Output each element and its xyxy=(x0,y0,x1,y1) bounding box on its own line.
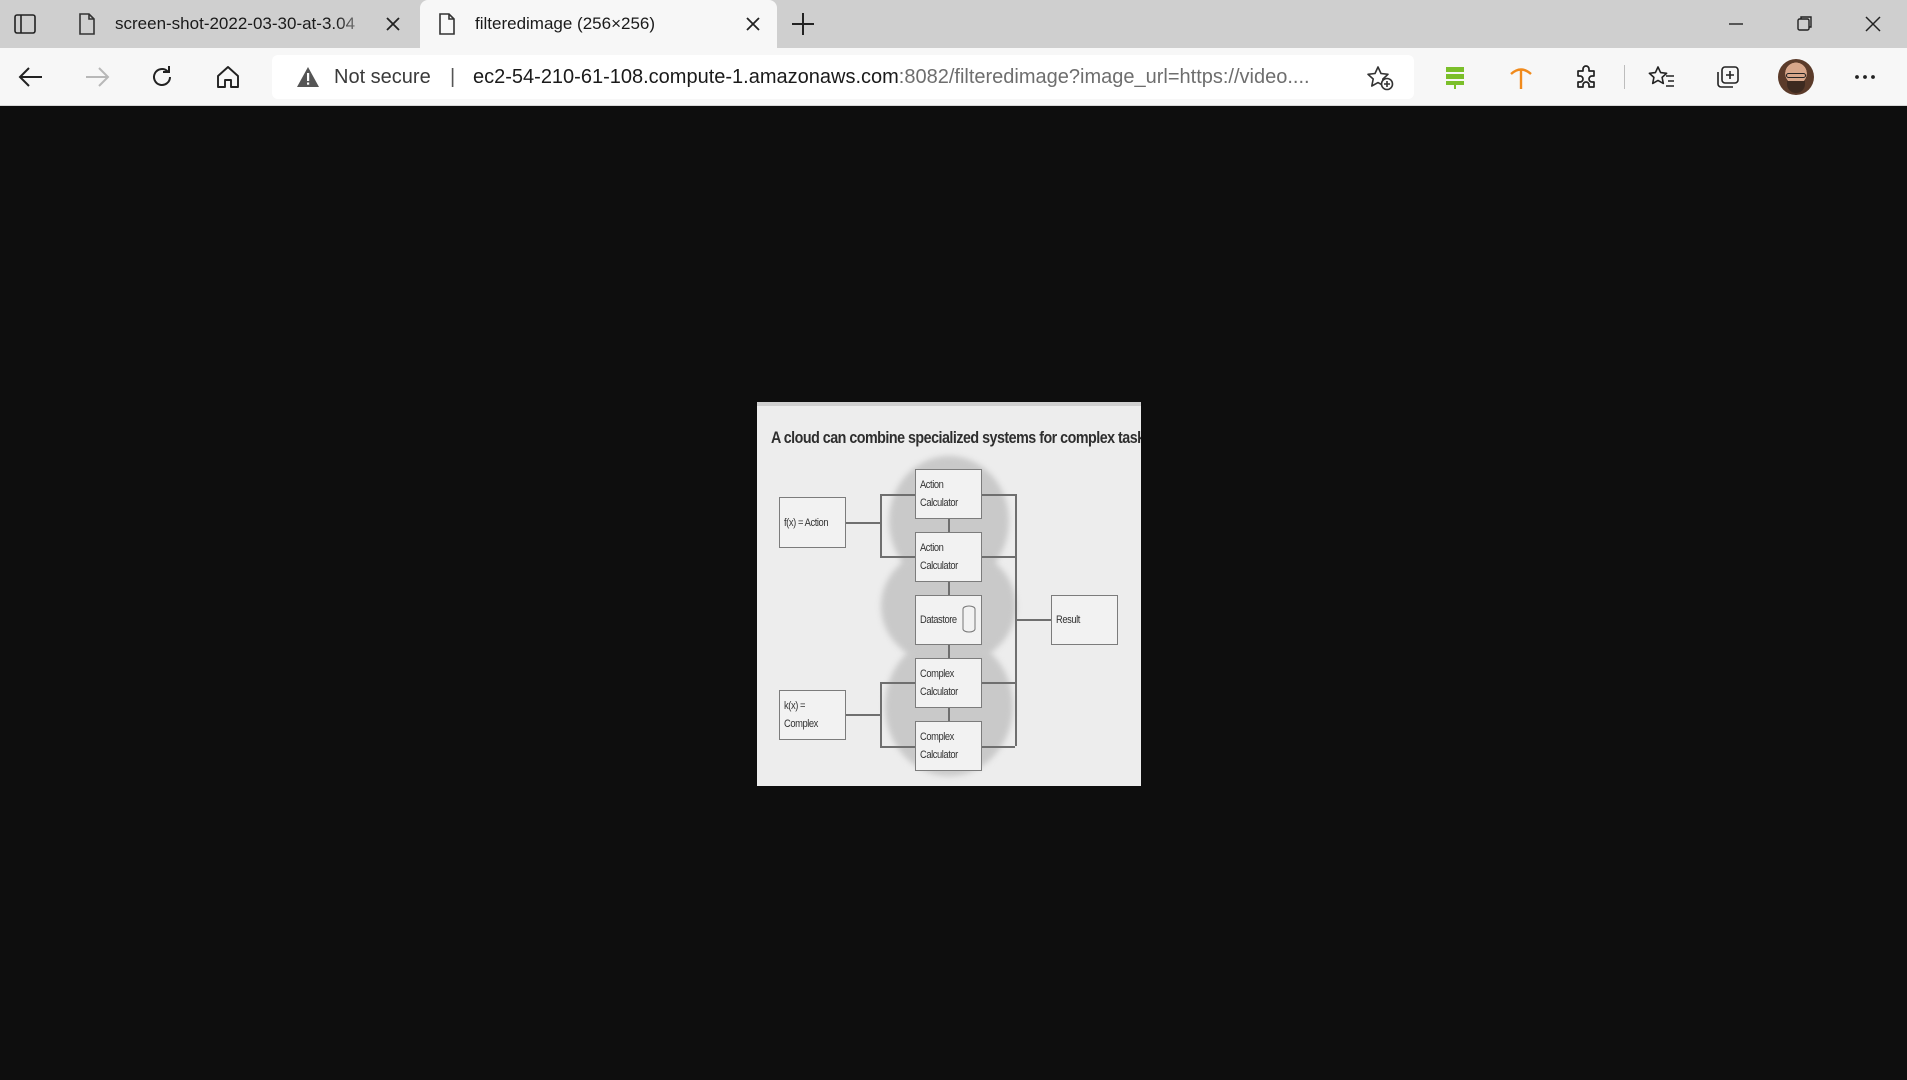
tab-actions-button[interactable] xyxy=(8,8,42,40)
browser-toolbar: Not secure | ec2-54-210-61-108.compute-1… xyxy=(0,48,1907,106)
box-label: Action Calculator xyxy=(920,542,958,572)
window-close-button[interactable] xyxy=(1851,8,1895,40)
connector-line xyxy=(880,746,917,748)
avatar-glasses xyxy=(1786,73,1806,78)
box-label: Action Calculator xyxy=(920,479,958,509)
connector-line xyxy=(880,682,882,746)
forward-button[interactable] xyxy=(80,60,114,94)
complex-calculator-box: Complex Calculator xyxy=(915,658,982,708)
connector-line xyxy=(846,714,880,716)
collections-icon xyxy=(1717,66,1739,88)
home-button[interactable] xyxy=(211,60,245,94)
connector-line xyxy=(981,746,1015,748)
action-calculator-box: Action Calculator xyxy=(915,532,982,582)
tab-actions-icon xyxy=(14,14,36,34)
datastore-box: Datastore xyxy=(915,595,982,645)
connector-line xyxy=(1015,619,1051,621)
page-icon xyxy=(79,13,95,35)
avatar-beard xyxy=(1787,81,1805,93)
more-icon xyxy=(1855,75,1875,79)
input-box-complex: k(x) = Complex xyxy=(779,690,846,740)
restore-button[interactable] xyxy=(1782,8,1826,40)
profile-avatar[interactable] xyxy=(1778,59,1814,95)
box-label: f(x) = Action xyxy=(784,516,829,529)
settings-more-button[interactable] xyxy=(1848,60,1882,94)
connector-line xyxy=(981,494,1015,496)
box-label: k(x) = Complex xyxy=(784,700,818,730)
box-label: Complex Calculator xyxy=(920,731,958,761)
home-icon xyxy=(217,66,239,88)
favorites-button[interactable] xyxy=(1645,60,1679,94)
displayed-image: A cloud can combine specialized systems … xyxy=(757,402,1141,786)
connector-line xyxy=(981,682,1015,684)
result-box: Result xyxy=(1051,595,1118,645)
tab-strip: screen-shot-2022-03-30-at-3.04 filteredi… xyxy=(0,0,1907,48)
box-label: Result xyxy=(1056,614,1080,626)
box-label: Complex Calculator xyxy=(920,668,958,698)
diagram-title: A cloud can combine specialized systems … xyxy=(771,428,1141,447)
orange-extension-button[interactable] xyxy=(1504,60,1538,94)
back-arrow-icon xyxy=(18,67,42,87)
green-extension-button[interactable] xyxy=(1438,60,1472,94)
connector-line xyxy=(880,556,917,558)
forward-arrow-icon xyxy=(86,67,110,87)
connector-line xyxy=(880,494,917,496)
box-label: Datastore xyxy=(920,614,957,626)
tab-title: screen-shot-2022-03-30-at-3.04 xyxy=(115,14,356,33)
star-plus-icon[interactable] xyxy=(1366,65,1394,91)
connector-line xyxy=(846,522,880,524)
connector-line xyxy=(981,556,1015,558)
close-icon[interactable] xyxy=(743,14,763,34)
page-icon xyxy=(439,13,455,35)
complex-calculator-box: Complex Calculator xyxy=(915,721,982,771)
collections-button[interactable] xyxy=(1711,60,1745,94)
security-separator: | xyxy=(450,66,456,88)
back-button[interactable] xyxy=(14,60,48,94)
puzzle-icon xyxy=(1577,65,1595,88)
connector-line xyxy=(880,494,882,556)
address-bar[interactable]: Not secure | ec2-54-210-61-108.compute-1… xyxy=(272,55,1414,99)
database-cylinder-icon xyxy=(962,605,976,633)
close-icon[interactable] xyxy=(383,14,403,34)
refresh-button[interactable] xyxy=(145,60,179,94)
url-text[interactable]: ec2-54-210-61-108.compute-1.amazonaws.co… xyxy=(473,66,1353,89)
toolbar-divider xyxy=(1624,65,1625,89)
tab-title: filteredimage (256×256) xyxy=(475,14,656,33)
refresh-icon xyxy=(153,66,171,86)
orange-pickaxe-extension-icon xyxy=(1510,68,1532,89)
extensions-button[interactable] xyxy=(1570,60,1604,94)
url-host: ec2-54-210-61-108.compute-1.amazonaws.co… xyxy=(473,66,899,88)
security-status[interactable]: Not secure xyxy=(334,66,431,88)
input-box-action: f(x) = Action xyxy=(779,497,846,548)
warning-icon[interactable] xyxy=(296,66,320,88)
url-path: :8082/filteredimage?image_url=https://vi… xyxy=(898,66,1310,88)
new-tab-button[interactable] xyxy=(788,10,818,38)
tab-screenshot[interactable]: screen-shot-2022-03-30-at-3.04 xyxy=(60,0,417,48)
favorites-icon xyxy=(1648,66,1674,87)
action-calculator-box: Action Calculator xyxy=(915,469,982,519)
tab-filteredimage[interactable]: filteredimage (256×256) xyxy=(420,0,777,48)
minimize-button[interactable] xyxy=(1714,8,1758,40)
connector-line xyxy=(880,682,917,684)
green-tree-extension-icon xyxy=(1446,67,1464,89)
